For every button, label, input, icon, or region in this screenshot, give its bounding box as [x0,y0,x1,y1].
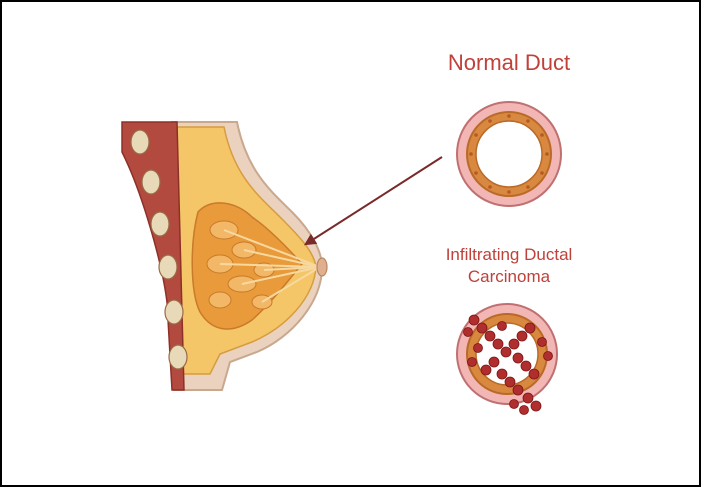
breast-illustration [122,122,327,390]
normal-duct [457,102,561,206]
pointer-arrow [306,157,442,244]
carcinoma-duct [457,304,557,415]
normal-duct-label: Normal Duct [448,50,570,75]
idc-label-line1: Infiltrating Ductal [446,245,573,264]
idc-label-line2: Carcinoma [468,267,551,286]
nipple [317,258,327,276]
